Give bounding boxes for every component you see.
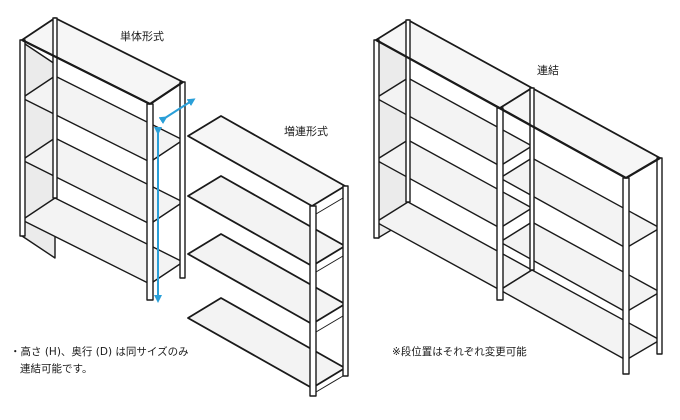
connected-top-edge — [375, 39, 627, 179]
shelf-position-note-text: ※段位置はそれぞれ変更可能 — [392, 346, 527, 358]
depth-arrow — [158, 98, 196, 125]
connected-post-front-left — [373, 39, 380, 239]
single-post-front-left — [19, 39, 26, 237]
connected-shelf-units — [373, 19, 663, 375]
extension-post-back — [342, 185, 349, 377]
shelf-position-note: ※段位置はそれぞれ変更可能 — [392, 344, 527, 361]
single-post-back-left — [52, 17, 58, 199]
dimension-arrows — [154, 98, 196, 303]
connected-label: 連結 — [537, 64, 559, 77]
size-note: ・高さ (H)、奥行 (D) は同サイズのみ 連結可能です。 — [10, 344, 189, 378]
extension-shelf-unit — [187, 115, 349, 397]
single-top-edge — [21, 39, 151, 105]
connected-post-shared-back — [529, 87, 535, 271]
size-note-line2: 連結可能です。 — [20, 363, 93, 375]
connected-post-shared-front — [496, 107, 504, 301]
extension-type-label: 増連形式 — [284, 125, 328, 138]
single-type-label: 単体形式 — [120, 30, 164, 43]
connected-post-front-right — [622, 177, 630, 375]
connected-post-back-right — [656, 157, 663, 355]
single-top-edge-right — [149, 81, 184, 105]
connected-post-back-left — [405, 19, 411, 203]
size-note-line1: ・高さ (H)、奥行 (D) は同サイズのみ — [10, 346, 189, 358]
extension-side-frame — [315, 197, 344, 393]
extension-post-front — [309, 205, 317, 397]
connected-top-edge-right — [625, 157, 661, 179]
single-shelf-unit — [19, 17, 186, 301]
single-post-back-right — [179, 81, 186, 279]
single-post-front-right — [146, 103, 154, 301]
